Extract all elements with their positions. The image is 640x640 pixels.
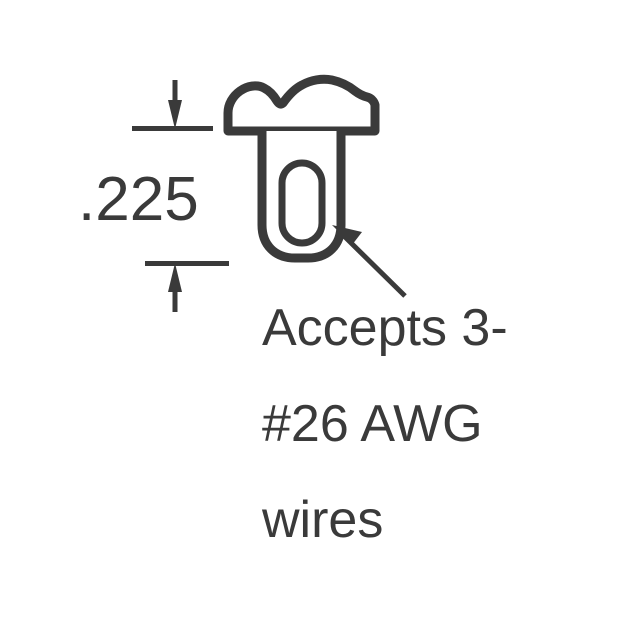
- callout-line-3: wires: [261, 491, 383, 549]
- callout-line-2: #26 AWG: [262, 395, 483, 453]
- callout-line-1: Accepts 3-: [262, 299, 508, 357]
- wire-slot-shape: [278, 159, 326, 247]
- part-outline-group: [223, 74, 380, 263]
- callout-leader-line: [342, 234, 407, 298]
- callout-note-group: Accepts 3- #26 AWG wires: [261, 299, 508, 549]
- mushroom-head-shape: [223, 74, 380, 136]
- dimension-value-label: .225: [78, 165, 199, 234]
- callout-leader-group: [332, 225, 407, 298]
- height-dimension-group: .225: [78, 80, 229, 312]
- lower-dimension-arrowhead: [168, 263, 182, 292]
- callout-leader-arrowhead: [332, 225, 362, 245]
- upper-dimension-arrowhead: [168, 100, 182, 129]
